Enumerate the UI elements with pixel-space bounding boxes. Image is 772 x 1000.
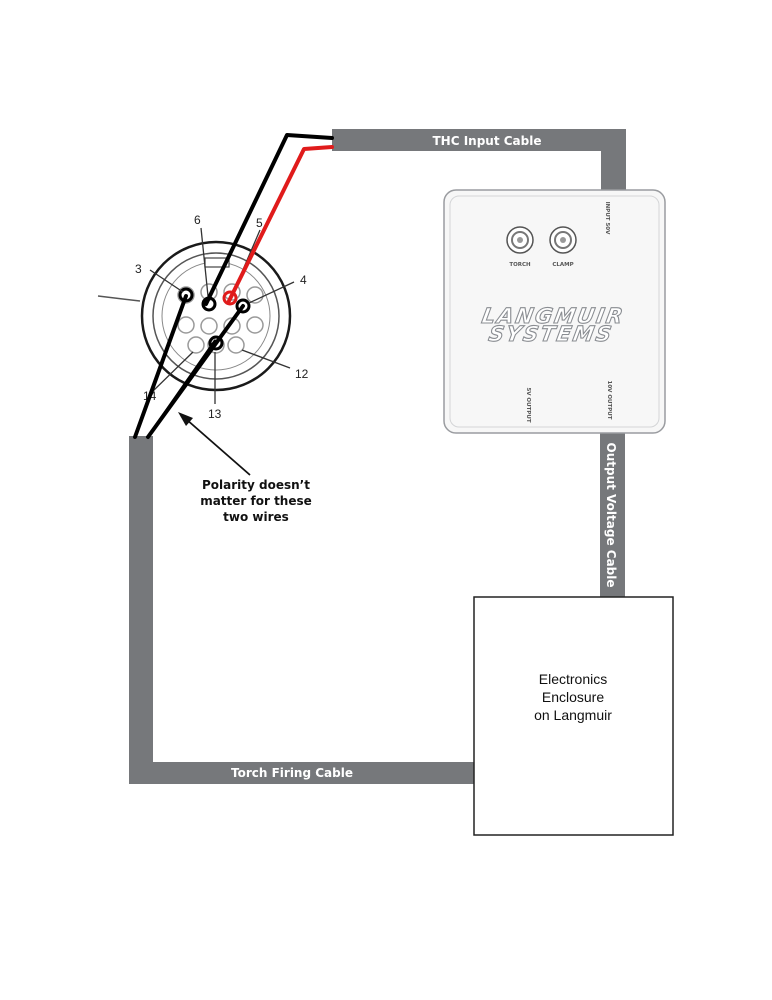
- enclosure-line1: Electronics: [539, 671, 607, 687]
- svg-text:LANGMUIR: LANGMUIR: [480, 303, 627, 328]
- pin-label-13: 13: [208, 407, 222, 421]
- clamp-jack-label: CLAMP: [552, 262, 573, 268]
- black-wire-torch-1: [133, 294, 188, 439]
- red-wire-thc: [227, 145, 334, 303]
- black-wire-torch-3: [146, 339, 217, 439]
- polarity-note: Polarity doesn’t matter for these two wi…: [178, 412, 312, 524]
- pin-label-4: 4: [300, 273, 307, 287]
- polarity-note-line3: two wires: [223, 510, 289, 524]
- thc-input-cable: THC Input Cable: [332, 129, 626, 192]
- pin-label-12: 12: [295, 367, 309, 381]
- electronics-enclosure: Electronics Enclosure on Langmuir: [473, 596, 674, 836]
- 5v-output-label: 5V OUTPUT: [525, 387, 531, 422]
- pin-label-5: 5: [256, 216, 263, 230]
- output-voltage-cable: Output Voltage Cable: [600, 432, 625, 598]
- cpc-connector: 3 6 5 4 12 13 14: [97, 213, 309, 421]
- svg-text:SYSTEMS: SYSTEMS: [487, 321, 615, 346]
- torch-jack-label: TORCH: [509, 262, 531, 268]
- pin-label-6: 6: [194, 213, 201, 227]
- enclosure-line2: Enclosure: [542, 689, 604, 705]
- thc-input-cable-label: THC Input Cable: [432, 134, 541, 148]
- 10v-output-label: 10V OUTPUT: [606, 381, 612, 420]
- torch-firing-cable-label: Torch Firing Cable: [231, 766, 353, 780]
- torch-firing-cable: Torch Firing Cable: [129, 436, 476, 784]
- langmuir-systems-logo: LANGMUIR SYSTEMS: [479, 303, 627, 347]
- output-voltage-cable-label: Output Voltage Cable: [604, 442, 618, 587]
- input-label: INPUT 50V: [604, 202, 610, 235]
- black-wire-thc: [204, 133, 334, 306]
- enclosure-line3: on Langmuir: [534, 707, 612, 723]
- torch-jack: [506, 226, 534, 254]
- polarity-note-line2: matter for these: [200, 494, 312, 508]
- polarity-note-line1: Polarity doesn’t: [202, 478, 310, 492]
- pin-label-3: 3: [135, 262, 142, 276]
- wires: [133, 133, 334, 439]
- clamp-jack: [549, 226, 577, 254]
- thc-module: TORCH CLAMP INPUT 50V 5V OUTPUT 10V OUTP…: [443, 189, 666, 434]
